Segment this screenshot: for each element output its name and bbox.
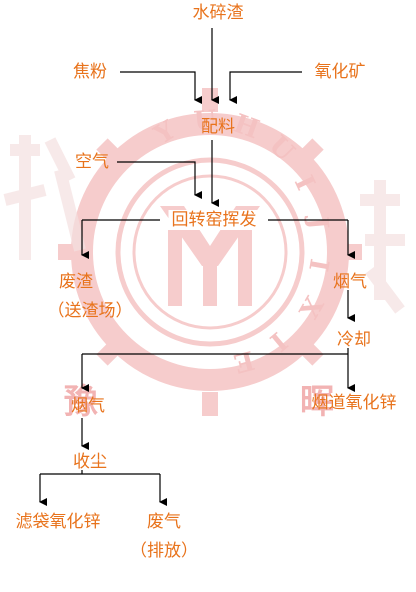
node-waste-slag: 废渣 — [59, 272, 93, 292]
node-waste-gas: 废气 — [147, 512, 181, 532]
node-cooling: 冷却 — [337, 330, 371, 350]
node-flue-gas-1: 烟气 — [333, 272, 367, 292]
node-water-slag: 水碎渣 — [192, 3, 244, 23]
node-discharge: （排放） — [130, 541, 198, 561]
node-flue-gas-2: 烟气 — [71, 396, 105, 416]
arrow-coke-to-batching — [120, 71, 202, 104]
node-coke-powder: 焦粉 — [73, 62, 107, 82]
node-rotary-kiln: 回转窑挥发 — [168, 210, 260, 230]
node-flue-zinc-oxide: 烟道氧化锌 — [311, 393, 397, 413]
arrow-air-to-kiln — [117, 161, 202, 199]
node-dust-collection: 收尘 — [73, 452, 107, 472]
node-zinc-ore: 氧化矿 — [314, 62, 366, 82]
node-batching: 配料 — [201, 117, 235, 137]
watermark-char-hui: 晖 — [300, 382, 334, 422]
node-filter-bag-zinc-oxide: 滤袋氧化锌 — [15, 512, 101, 532]
node-to-slag-yard: （送渣场） — [47, 301, 133, 321]
node-air: 空气 — [75, 152, 109, 172]
arrow-ore-to-batching — [229, 71, 302, 104]
